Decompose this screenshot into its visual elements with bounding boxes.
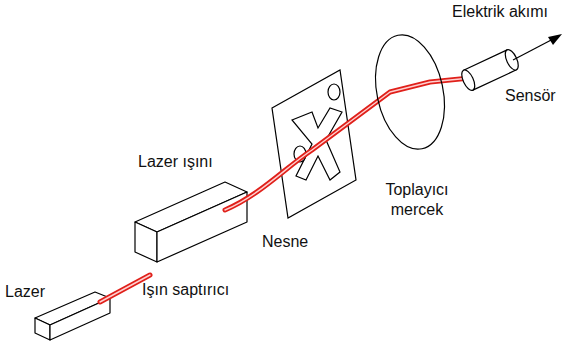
output-wire [513, 38, 555, 60]
laser-front [35, 318, 50, 340]
part-label: Işın saptırıcı [142, 280, 229, 300]
object-hole [328, 84, 340, 100]
deflector-front [135, 222, 157, 262]
laser-side [50, 298, 110, 340]
deflector-side [157, 192, 247, 262]
part-label: Toplayıcı mercek [372, 180, 462, 220]
part-label: Lazer [5, 282, 45, 302]
part-label: Nesne [262, 232, 308, 252]
part-label: Lazer ışını [138, 152, 213, 172]
collecting-lens [366, 28, 455, 155]
object-plate [272, 70, 356, 218]
sensor-cylinder [459, 48, 521, 92]
part-label: Elektrik akımı [452, 2, 548, 22]
part-label: Sensör [505, 86, 556, 106]
output-arrow [548, 34, 562, 45]
